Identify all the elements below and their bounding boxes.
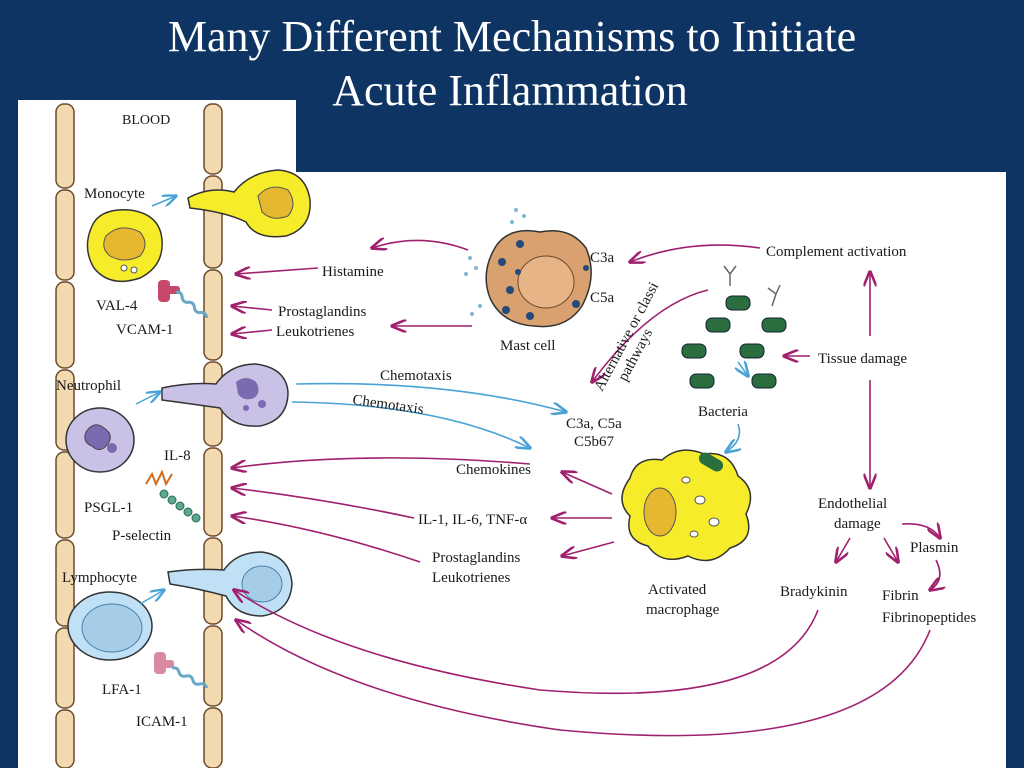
icam1-molecule — [171, 666, 209, 689]
lymphocyte-cell — [67, 591, 153, 661]
label-c5a: C5a — [590, 290, 615, 306]
label-bacteria: Bacteria — [698, 404, 748, 420]
psgl1-molecule — [145, 469, 173, 487]
label-c3a: C3a — [590, 250, 615, 266]
vessel-wall-left — [55, 103, 75, 768]
label-c5b67: C5b67 — [574, 434, 615, 450]
label-bradykinin: Bradykinin — [780, 584, 848, 600]
antibody-icons — [723, 265, 781, 307]
label-mast-cell: Mast cell — [500, 338, 555, 354]
label-lymphocyte: Lymphocyte — [62, 570, 137, 586]
mast-cell-granules-release — [464, 208, 526, 316]
label-c3a-c5a: C3a, C5a — [566, 416, 622, 432]
vcam1-molecule — [175, 290, 209, 318]
label-activated: Activated — [648, 582, 707, 598]
label-prostaglandins-mast: Prostaglandins — [278, 304, 366, 320]
bacteria-cluster — [681, 295, 787, 389]
label-p-selectin: P-selectin — [112, 528, 172, 544]
label-fibrinopeptides: Fibrinopeptides — [882, 610, 976, 626]
label-plasmin: Plasmin — [910, 540, 959, 556]
label-histamine: Histamine — [322, 264, 384, 280]
mediator-arrows — [232, 240, 940, 737]
label-leukotrienes-macrophage: Leukotrienes — [432, 570, 510, 586]
slide-title-line-1: Many Different Mechanisms to Initiate — [167, 12, 857, 61]
lfa1-receptor — [154, 652, 174, 674]
label-lfa1: LFA-1 — [102, 682, 142, 698]
label-chemokines: Chemokines — [456, 462, 531, 478]
label-complement-activation: Complement activation — [766, 244, 907, 260]
activated-macrophage-cell — [621, 449, 752, 562]
label-prostaglandins-macrophage: Prostaglandins — [432, 550, 520, 566]
label-macrophage: macrophage — [646, 602, 720, 618]
label-leukotrienes-mast: Leukotrienes — [276, 324, 354, 340]
label-blood: BLOOD — [122, 113, 170, 128]
mast-cell — [485, 229, 592, 328]
label-neutrophil: Neutrophil — [56, 378, 121, 394]
label-chemotaxis-2: Chemotaxis — [351, 392, 424, 418]
label-tissue-damage: Tissue damage — [818, 351, 907, 367]
migrating-lymphocyte-cell — [167, 551, 293, 617]
label-val4: VAL-4 — [96, 298, 138, 314]
migrating-neutrophil-cell — [161, 363, 289, 427]
label-vcam1: VCAM-1 — [116, 322, 174, 338]
slide-title-line-2: Acute Inflammation — [332, 66, 688, 115]
neutrophil-migration-arrow — [135, 392, 160, 405]
label-psgl1: PSGL-1 — [84, 500, 133, 516]
chemotaxis-arrows — [291, 362, 748, 452]
label-icam1: ICAM-1 — [136, 714, 188, 730]
p-selectin-molecule — [159, 489, 201, 523]
label-endothelial: Endothelial — [818, 496, 887, 512]
monocyte-migration-arrow — [151, 196, 176, 206]
label-fibrin: Fibrin — [882, 588, 919, 604]
monocyte-cell — [86, 209, 163, 283]
label-damage: damage — [834, 516, 881, 532]
label-il8: IL-8 — [164, 448, 191, 464]
migrating-monocyte-cell — [187, 169, 311, 238]
label-cytokines: IL-1, IL-6, TNF-α — [418, 512, 527, 528]
label-monocyte: Monocyte — [84, 186, 145, 202]
lymphocyte-migration-arrow — [139, 590, 164, 605]
neutrophil-cell — [65, 407, 135, 473]
label-chemotaxis-1: Chemotaxis — [380, 368, 452, 384]
